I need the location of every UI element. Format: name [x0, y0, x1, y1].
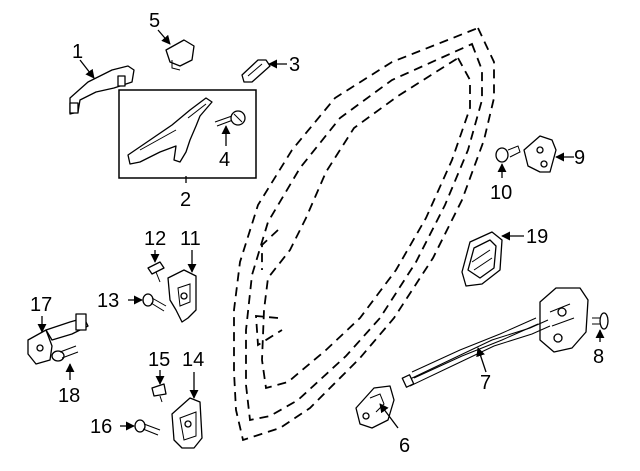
bolt-part-10	[495, 145, 521, 163]
bolt-part-8	[592, 312, 609, 330]
latch-assembly-part-7	[401, 287, 589, 388]
callout-1: 1	[72, 41, 83, 63]
clip-part-5	[165, 39, 195, 71]
callout-9: 9	[574, 147, 585, 169]
bolt-part-16	[134, 419, 161, 436]
callout-6: 6	[399, 435, 410, 457]
callout-14: 14	[182, 349, 204, 371]
screw-part-4	[214, 110, 246, 127]
striker-part-9	[523, 135, 557, 173]
leader-lines	[37, 29, 605, 431]
bolt-part-12	[147, 261, 165, 283]
callout-19: 19	[526, 226, 548, 248]
callout-15: 15	[148, 349, 170, 371]
callout-labels: 1 2 3 4 5 6 7 8 9 10 11 12 13 14 15 16 1…	[30, 10, 604, 457]
callout-17: 17	[30, 294, 52, 316]
bolt-part-18	[51, 345, 79, 362]
callout-2: 2	[180, 189, 191, 211]
callout-12: 12	[144, 228, 166, 250]
callout-11: 11	[180, 228, 201, 250]
callout-4: 4	[219, 149, 230, 171]
door-outline	[233, 26, 495, 442]
callout-7: 7	[480, 372, 491, 394]
bracket-part-6	[355, 385, 395, 429]
handle-assembly-box	[118, 89, 257, 179]
bolt-part-15	[151, 383, 167, 403]
callout-8: 8	[593, 346, 604, 368]
callout-13: 13	[97, 290, 119, 312]
bolt-part-13	[142, 293, 167, 312]
callout-18: 18	[58, 385, 80, 407]
upper-hinge-part-11	[167, 269, 197, 323]
callout-16: 16	[90, 416, 112, 438]
callout-10: 10	[490, 182, 512, 204]
outside-handle-part	[69, 65, 135, 115]
lower-hinge-part-14	[171, 397, 203, 449]
callout-5: 5	[149, 10, 160, 32]
gasket-part-3	[241, 59, 271, 83]
cover-part-19	[461, 231, 503, 287]
callout-3: 3	[289, 54, 300, 76]
